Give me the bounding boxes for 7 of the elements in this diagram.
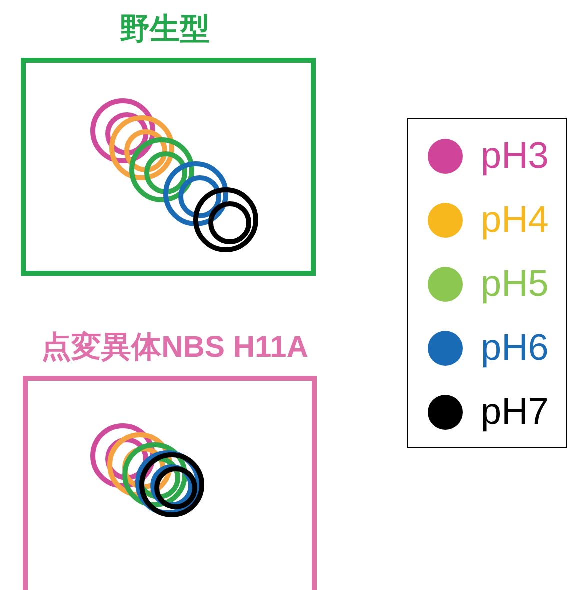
panel-heading: 点変異体NBS H11A xyxy=(40,330,310,366)
legend-label: pH6 xyxy=(481,327,549,369)
legend-label: pH5 xyxy=(481,263,549,305)
legend-label: pH4 xyxy=(481,199,549,241)
legend-label: pH3 xyxy=(481,135,549,177)
panel-heading: 野生型 xyxy=(119,12,211,48)
legend-label: pH7 xyxy=(481,391,549,433)
